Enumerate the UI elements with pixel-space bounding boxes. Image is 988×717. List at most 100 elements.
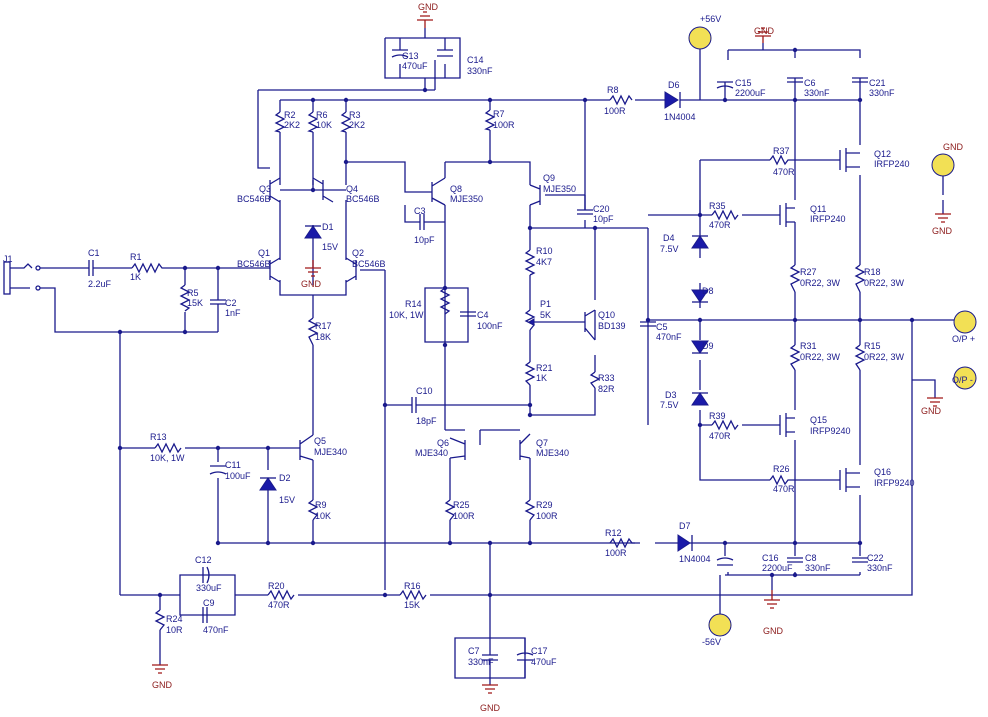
label-C1-ref: C1: [88, 248, 100, 258]
label-C21-ref: C21: [869, 78, 886, 88]
resistor-R27: [789, 264, 801, 293]
transistor-Q2: [345, 257, 357, 283]
label-C10-val: 18pF: [416, 416, 437, 426]
label-Q2-ref: Q2: [352, 248, 364, 258]
label-R33-ref: R33: [598, 373, 615, 383]
label-C6-val: 330nF: [804, 88, 830, 98]
label-D3-val: 7.5V: [660, 400, 679, 410]
label-Q4-ref: Q4: [346, 184, 358, 194]
mosfet-Q16: [839, 468, 860, 492]
diode-D8: [691, 289, 709, 303]
capacitor-C6: [787, 77, 803, 83]
capacitor-C1: [85, 260, 97, 276]
label-R10-ref: R10: [536, 246, 553, 256]
label-Q7-ref: Q7: [536, 438, 548, 448]
capacitor-C5: [640, 321, 656, 327]
label-R5-val: 15K: [187, 298, 203, 308]
resistor-R7: [484, 109, 496, 131]
label-C16-ref: C16: [762, 553, 779, 563]
label-R31-val: 0R22, 3W: [800, 352, 841, 362]
mosfet-Q11: [779, 203, 796, 230]
label-R6-ref: R6: [316, 110, 328, 120]
label-D7-ref: D7: [679, 521, 691, 531]
out-neg-label: O/P -: [952, 375, 973, 385]
label-Q15-val: IRFP9240: [810, 426, 851, 436]
label-R9-ref: R9: [315, 500, 327, 510]
label-C13-val: 470uF: [402, 61, 428, 71]
label-R27-ref: R27: [800, 267, 817, 277]
label-C7-ref: C7: [468, 646, 480, 656]
resistor-R35: [711, 209, 739, 221]
label-C10-ref: C10: [416, 386, 433, 396]
label-R24-val: 10R: [166, 625, 183, 635]
capacitor-C22: [852, 557, 868, 563]
vpos-label: +56V: [700, 14, 721, 24]
label-R16-val: 15K: [404, 600, 420, 610]
label-R15-ref: R15: [864, 341, 881, 351]
label-R8-val: 100R: [604, 106, 626, 116]
label-C14-ref: C14: [467, 55, 484, 65]
label-Q1-val: BC546B: [237, 259, 271, 269]
label-Q10-val: BD139: [598, 321, 626, 331]
input-jack-J1: [3, 261, 41, 295]
label-D9: D9: [702, 341, 714, 351]
label-Q16-ref: Q16: [874, 467, 891, 477]
label-C2-val: 1nF: [225, 308, 241, 318]
label-Q4-val: BC546B: [346, 194, 380, 204]
resistor-R17: [307, 317, 319, 346]
resistor-R24: [154, 609, 166, 631]
label-C3-val: 10pF: [414, 235, 435, 245]
resistor-R37: [769, 154, 790, 166]
label-Q11-ref: Q11: [810, 204, 826, 214]
label-R18-ref: R18: [864, 267, 881, 277]
resistor-R21: [524, 361, 536, 386]
label-Q5-val: MJE340: [314, 447, 347, 457]
transistors: [269, 148, 860, 492]
label-D6-ref: D6: [668, 80, 680, 90]
label-R7-ref: R7: [493, 109, 505, 119]
label-C21-val: 330nF: [869, 88, 895, 98]
label-C12-ref: C12: [195, 555, 212, 565]
label-R14-val: 10K, 1W: [389, 310, 424, 320]
label-P1-ref: P1: [540, 299, 551, 309]
label-R10-val: 4K7: [536, 257, 552, 267]
resistor-R29: [524, 499, 536, 521]
gnd-label-top: GND: [418, 2, 439, 12]
transistor-Q3: [269, 177, 281, 203]
diode-D9: [691, 340, 709, 354]
transistor-Q6: [449, 437, 466, 460]
label-Q10-ref: Q10: [598, 310, 615, 320]
resistors: [131, 94, 866, 631]
gnd-label-bottom-right: GND: [763, 626, 784, 636]
label-R24-ref: R24: [166, 614, 183, 624]
capacitor-C10: [411, 397, 428, 413]
label-D4-val: 7.5V: [660, 244, 679, 254]
label-C5-val: 470nF: [656, 332, 682, 342]
resistor-R20: [267, 589, 295, 601]
capacitor-C16: [716, 557, 734, 566]
gnd-label-r24: GND: [152, 680, 173, 690]
label-Q8-ref: Q8: [450, 184, 462, 194]
label-Q2-val: BC546B: [352, 259, 386, 269]
label-R33-val: 82R: [598, 384, 615, 394]
zener-D3: [691, 392, 709, 406]
label-R31-ref: R31: [800, 341, 817, 351]
label-R16-ref: R16: [404, 581, 421, 591]
label-C9-ref: C9: [203, 598, 215, 608]
label-Q9-val: MJE350: [543, 184, 576, 194]
label-C4-ref: C4: [477, 310, 489, 320]
resistor-R31: [789, 344, 801, 371]
label-R13-ref: R13: [150, 432, 167, 442]
label-Q8-val: MJE350: [450, 194, 483, 204]
resistor-R25: [444, 499, 456, 521]
resistor-R16: [399, 589, 427, 601]
label-C5-ref: C5: [656, 322, 668, 332]
label-R5-ref: R5: [187, 288, 199, 298]
label-R25-val: 100R: [453, 511, 475, 521]
junctions: [117, 47, 915, 598]
label-R8-ref: R8: [607, 85, 619, 95]
gnd-label-terminal: GND: [943, 142, 964, 152]
capacitor-C20: [577, 209, 593, 215]
gnd-label-bottom: GND: [480, 703, 501, 713]
label-C16-val: 2200uF: [762, 563, 793, 573]
